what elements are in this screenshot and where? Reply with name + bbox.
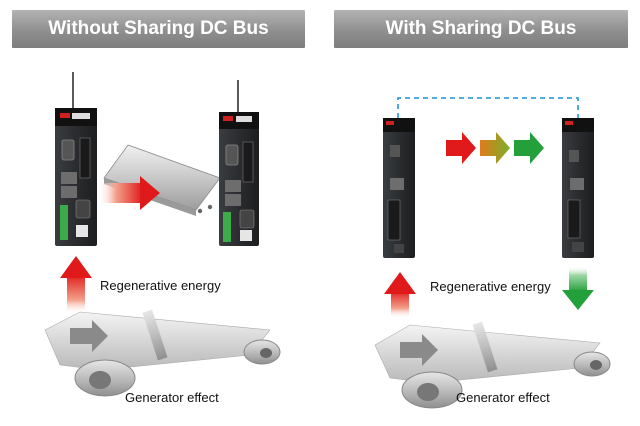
dc-bus-link	[397, 97, 579, 118]
shared-energy-down-arrow	[562, 266, 594, 310]
generator-label-right: Generator effect	[456, 390, 550, 405]
regen-label-left: Regenerative energy	[100, 278, 221, 293]
shared-energy-flow-arrows	[446, 132, 544, 164]
servo-drive-right-a	[383, 118, 415, 258]
generator-label-left: Generator effect	[125, 390, 219, 405]
roller-assembly-right	[374, 321, 611, 409]
servo-drive-right-b	[562, 118, 594, 258]
servo-drive-left-b	[219, 80, 259, 246]
servo-drive-left-a	[55, 72, 97, 246]
energy-to-resistor-arrow	[98, 176, 160, 210]
left-panel-title: Without Sharing DC Bus	[12, 10, 305, 48]
braking-resistor	[103, 144, 221, 216]
regen-energy-up-arrow-right	[384, 272, 416, 318]
regen-label-right: Regenerative energy	[430, 279, 551, 294]
regen-energy-up-arrow-left	[60, 256, 92, 314]
roller-assembly-left	[44, 309, 281, 397]
right-panel-title: With Sharing DC Bus	[334, 10, 628, 48]
